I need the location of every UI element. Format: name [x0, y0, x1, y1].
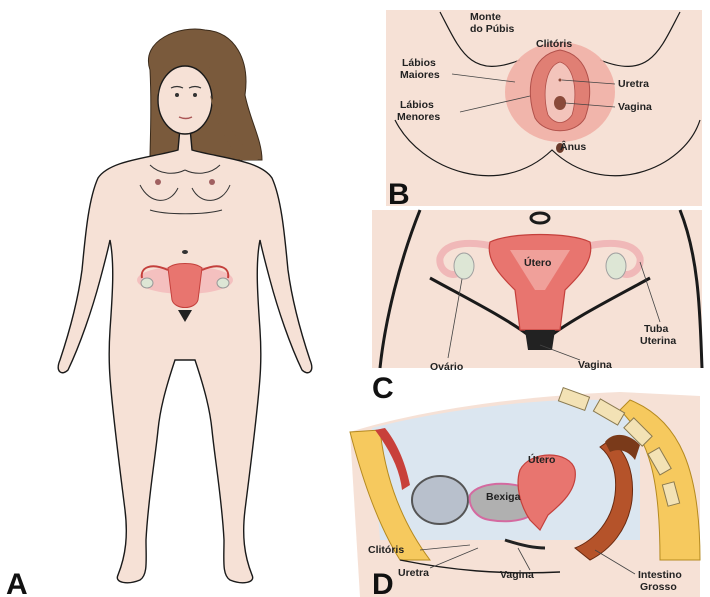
vaginal-canal — [525, 330, 555, 350]
ovary-right — [606, 253, 626, 279]
nipple-left — [155, 179, 161, 185]
panel-a-body-figure: A — [6, 29, 312, 597]
vestibule — [545, 62, 575, 123]
label-monte-1: Monte — [470, 11, 501, 23]
panel-label-c: C — [372, 372, 394, 405]
label-vagina-d: Vagina — [500, 569, 534, 581]
label-vagina-c: Vagina — [578, 359, 612, 371]
urethra-dot — [559, 79, 562, 82]
label-bexiga: Bexiga — [486, 491, 521, 503]
panel-label-b: B — [388, 178, 410, 211]
label-monte-2: do Púbis — [470, 23, 514, 35]
label-labios-maiores-2: Maiores — [400, 69, 440, 81]
panel-label-a: A — [6, 568, 28, 597]
label-intestino-1: Intestino — [638, 569, 682, 581]
eye-left — [175, 93, 179, 97]
panel-label-d: D — [372, 568, 394, 597]
label-uretra-b: Uretra — [618, 78, 649, 90]
label-labios-menores-1: Lábios — [400, 99, 434, 111]
label-labios-menores-2: Menores — [397, 111, 440, 123]
label-uretra-d: Uretra — [398, 567, 429, 579]
label-labios-maiores-1: Lábios — [402, 57, 436, 69]
label-intestino-2: Grosso — [640, 581, 677, 593]
label-tuba-2: Uterina — [640, 335, 676, 347]
label-ovario: Ovário — [430, 361, 463, 373]
vagina-opening — [554, 96, 566, 110]
body-outline — [58, 128, 311, 583]
label-anus: Ânus — [560, 140, 586, 153]
head — [158, 66, 212, 134]
eye-right — [193, 93, 197, 97]
label-vagina-b: Vagina — [618, 101, 652, 113]
navel — [182, 250, 188, 254]
label-utero-c: Útero — [524, 256, 551, 269]
ovary-left — [454, 253, 474, 279]
label-tuba-1: Tuba — [644, 323, 668, 335]
panel-c-internal: Útero Tuba Uterina Ovário Vagina C — [372, 210, 702, 405]
label-clitoris-d: Clitóris — [368, 544, 404, 556]
label-utero-d: Útero — [528, 453, 555, 466]
nipple-right — [209, 179, 215, 185]
panel-b-external: Monte do Púbis Clitóris Lábios Maiores L… — [386, 10, 702, 211]
bladder — [412, 476, 468, 524]
panel-d-sagittal: Útero Bexiga Clitóris Uretra Vagina Inte… — [350, 388, 700, 597]
label-clitoris-b: Clitóris — [536, 38, 572, 50]
